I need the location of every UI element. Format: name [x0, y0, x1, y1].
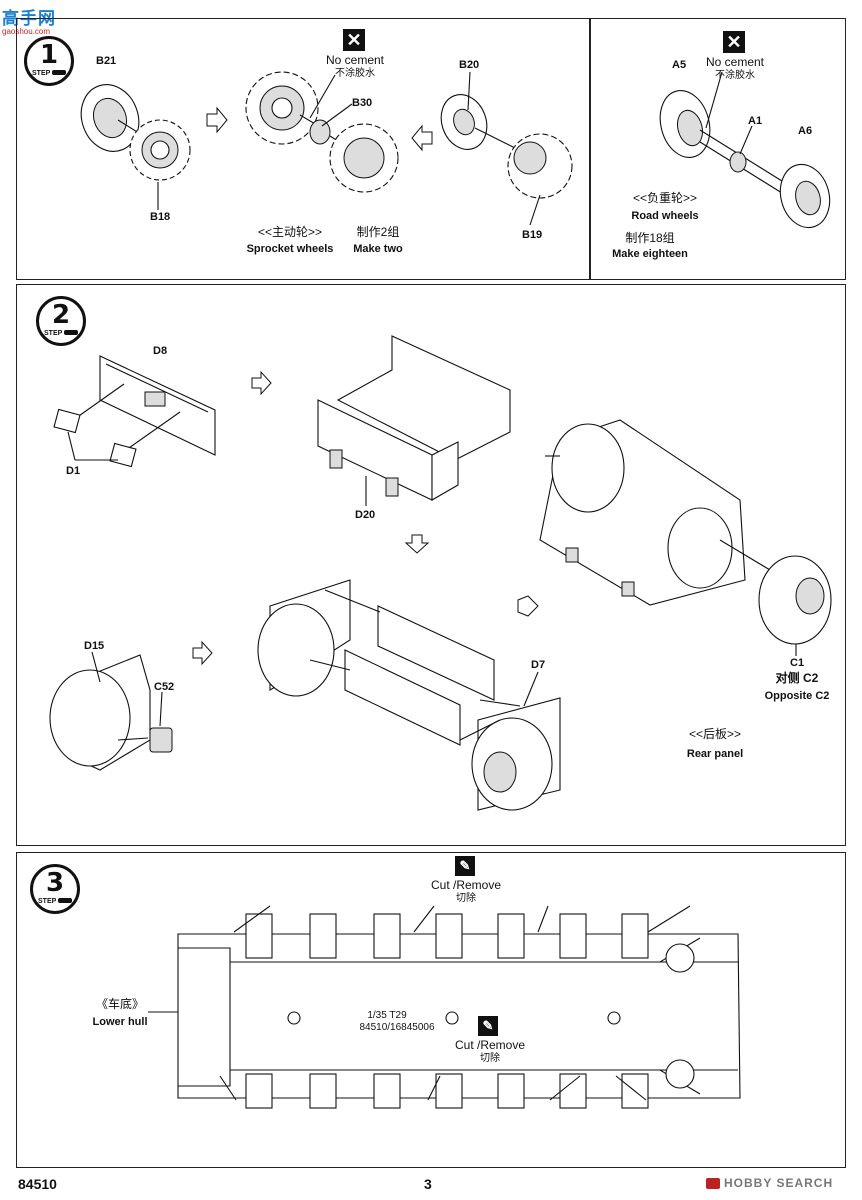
no-cement-label-right: No cement — [705, 55, 765, 69]
no-cement-icon-right: ✕ — [723, 31, 745, 53]
make-two-en: Make two — [353, 243, 403, 255]
lower-hull-en: Lower hull — [92, 1016, 148, 1028]
part-b30: B30 — [352, 97, 373, 109]
road-wheels-cn: <<负重轮>> — [632, 191, 698, 205]
step3-panel — [16, 852, 846, 1168]
hobby-search-text: HOBBY SEARCH — [724, 1176, 834, 1190]
part-d7: D7 — [531, 659, 546, 671]
road-wheel-panel — [590, 18, 846, 280]
part-c1: C1 — [790, 657, 805, 669]
site-logo: 高手网 gaoshou.com — [2, 4, 56, 36]
step1-number: 1 — [39, 40, 59, 70]
opposite-c2-cn: 对侧 C2 — [775, 671, 819, 685]
hull-marking-1: 1/35 T29 — [367, 1010, 407, 1021]
lower-hull-cn: 《车底》 — [95, 997, 144, 1011]
opposite-c2-en: Opposite C2 — [764, 690, 830, 702]
part-d1: D1 — [66, 465, 81, 477]
no-cement-label-left: No cement — [325, 53, 385, 67]
part-b21: B21 — [96, 55, 117, 67]
sprocket-label-cn: <<主动轮>> — [257, 225, 323, 239]
step1-panel — [16, 18, 590, 280]
part-a6: A6 — [798, 125, 813, 137]
part-b20: B20 — [459, 59, 480, 71]
sprocket-label-en: Sprocket wheels — [246, 243, 334, 255]
cut-remove-mid-en: Cut /Remove — [454, 1038, 526, 1052]
no-cement-icon: ✕ — [343, 29, 365, 51]
cut-remove-top-en: Cut /Remove — [430, 878, 502, 892]
road-wheels-en: Road wheels — [631, 210, 699, 222]
rear-panel-cn: <<后板>> — [688, 727, 742, 741]
step2-badge: 2 STEP — [36, 296, 86, 346]
site-logo-text: 高手网 — [2, 9, 56, 29]
cut-icon-top: ✎ — [455, 856, 475, 876]
part-a5: A5 — [672, 59, 687, 71]
hobby-search-icon — [706, 1177, 720, 1189]
part-b19: B19 — [522, 229, 543, 241]
rear-panel-en: Rear panel — [686, 748, 744, 760]
hull-marking-2: 84510/16845006 — [359, 1022, 435, 1033]
part-a1: A1 — [748, 115, 763, 127]
part-b18: B18 — [150, 211, 171, 223]
step2-word: STEP — [44, 330, 63, 337]
step3-word: STEP — [38, 898, 57, 905]
cut-remove-top-cn: 切除 — [456, 893, 476, 904]
product-code: 84510 — [18, 1176, 57, 1192]
step1-badge: 1 STEP — [24, 36, 74, 86]
make-two-cn: 制作2组 — [356, 225, 400, 239]
make-eighteen-en: Make eighteen — [612, 248, 688, 260]
no-cement-label-left-cn: 不涂胶水 — [335, 68, 375, 79]
tank-icon — [58, 898, 72, 903]
make-eighteen-cn: 制作18组 — [625, 231, 675, 245]
part-d15: D15 — [84, 640, 105, 652]
part-d8: D8 — [153, 345, 168, 357]
cut-icon-middle: ✎ — [478, 1016, 498, 1036]
step3-number: 3 — [45, 868, 65, 898]
step2-number: 2 — [51, 300, 71, 330]
hobby-search-watermark: HOBBY SEARCH — [706, 1176, 833, 1190]
part-c52: C52 — [154, 681, 175, 693]
step1-word: STEP — [32, 70, 51, 77]
part-d20: D20 — [355, 509, 376, 521]
step2-panel — [16, 284, 846, 846]
tank-icon — [52, 70, 66, 75]
site-logo-url: gaoshou.com — [2, 27, 51, 36]
step3-badge: 3 STEP — [30, 864, 80, 914]
no-cement-label-right-cn: 不涂胶水 — [715, 70, 755, 81]
tank-icon — [64, 330, 78, 335]
page-number: 3 — [424, 1176, 432, 1192]
cut-remove-mid-cn: 切除 — [480, 1053, 500, 1064]
